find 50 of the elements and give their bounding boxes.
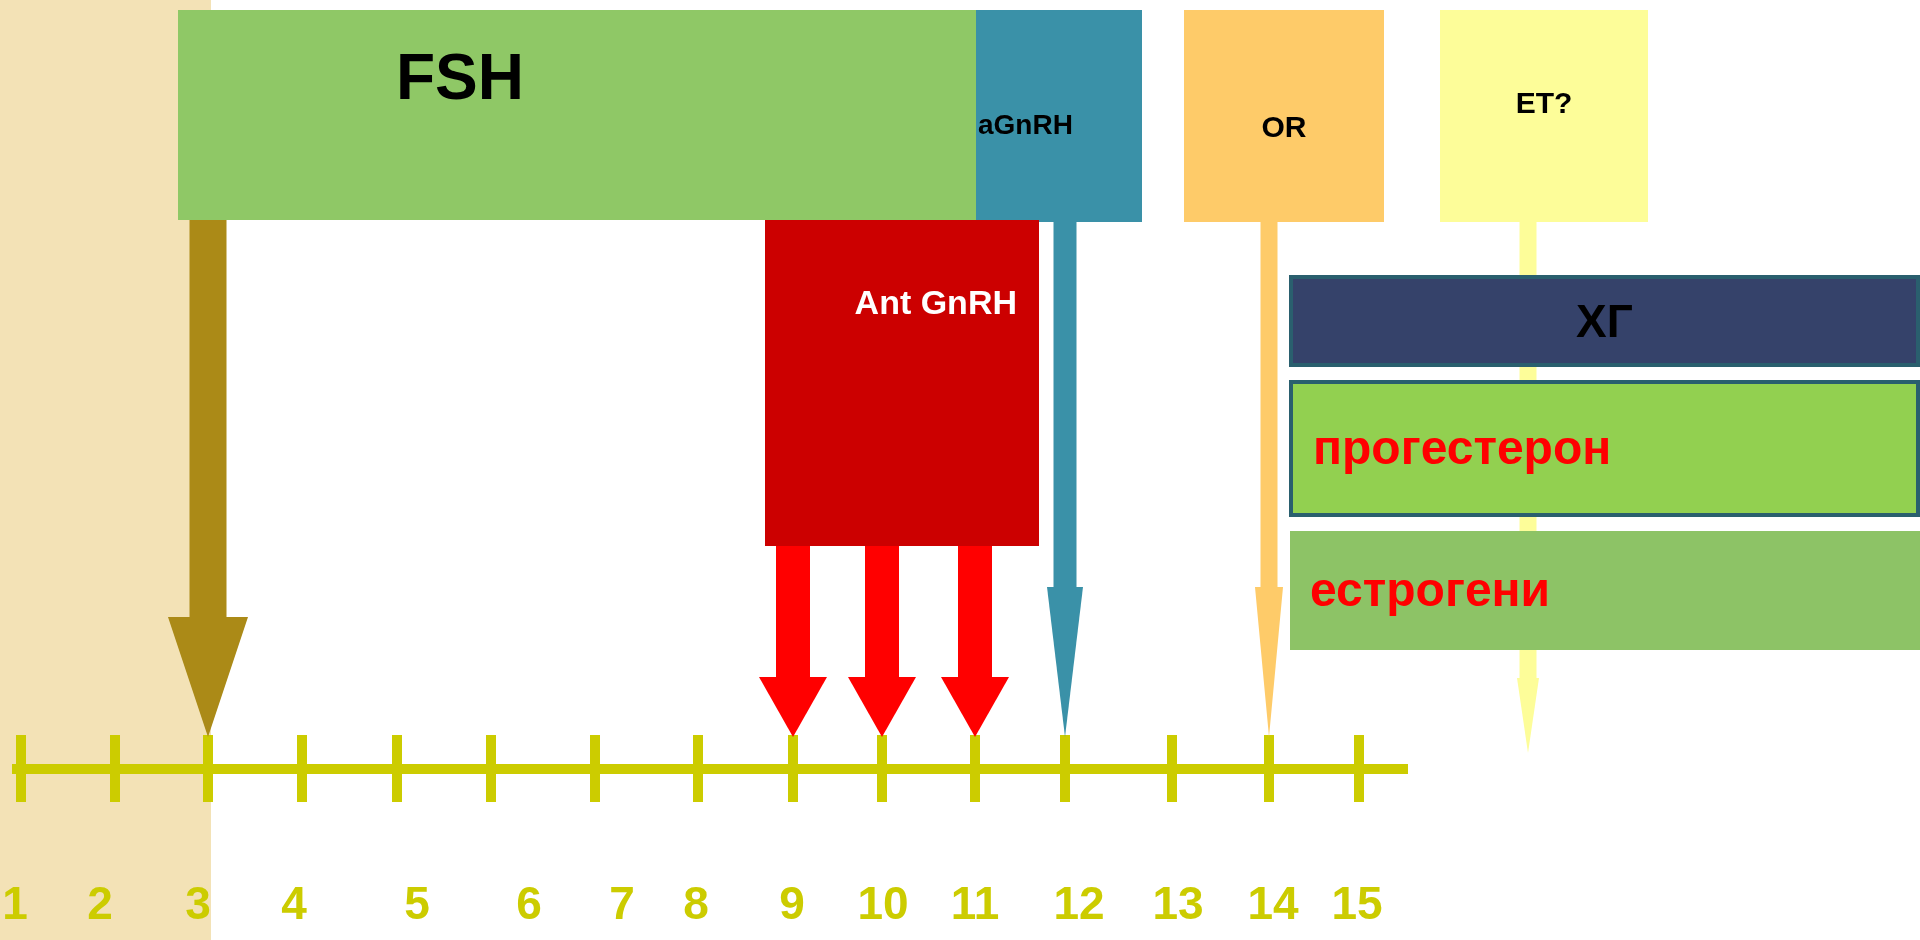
tick-mark <box>392 735 402 802</box>
day-number: 10 <box>857 880 909 926</box>
label-box <box>178 10 976 220</box>
tick-mark <box>1264 735 1274 802</box>
label-box <box>1289 275 1920 367</box>
label-box <box>1184 10 1384 222</box>
day-number: 3 <box>185 880 211 926</box>
tick-mark <box>110 735 120 802</box>
day-number: 11 <box>950 880 1000 926</box>
tick-mark <box>590 735 600 802</box>
tick-mark <box>297 735 307 802</box>
day-number: 8 <box>683 880 709 926</box>
tick-mark <box>1060 735 1070 802</box>
label-box <box>765 220 1039 546</box>
box-label: FSH <box>396 42 524 113</box>
day-number: 13 <box>1152 880 1204 926</box>
box-label: прогестерон <box>1313 422 1612 475</box>
tick-mark <box>788 735 798 802</box>
label-box <box>1290 531 1920 650</box>
arrow <box>848 546 916 737</box>
label-box <box>1289 380 1920 517</box>
tick-mark <box>693 735 703 802</box>
tick-mark <box>1167 735 1177 802</box>
tick-mark <box>16 735 26 802</box>
arrow <box>941 546 1009 737</box>
day-number: 6 <box>516 880 542 926</box>
label-box <box>1440 10 1648 222</box>
box-label: aGnRH <box>978 110 1073 141</box>
tick-mark <box>877 735 887 802</box>
day-number: 1 <box>2 880 28 926</box>
day-number: 14 <box>1247 880 1299 926</box>
box-label: Ant GnRH <box>854 284 1017 322</box>
day-number: 4 <box>281 880 307 926</box>
tick-mark <box>203 735 213 802</box>
arrow <box>168 220 248 737</box>
day-number: 2 <box>87 880 113 926</box>
tick-mark <box>486 735 496 802</box>
box-label: OR <box>1261 110 1307 143</box>
arrow <box>759 546 827 737</box>
label-box <box>976 10 1142 222</box>
day-number: 5 <box>404 880 430 926</box>
day-number: 9 <box>779 880 805 926</box>
day-number: 15 <box>1331 880 1383 926</box>
box-label: ET? <box>1515 86 1573 119</box>
box-label: ХГ <box>1576 295 1633 347</box>
tick-mark <box>970 735 980 802</box>
day-number: 12 <box>1053 880 1105 926</box>
tick-mark <box>1354 735 1364 802</box>
box-label: естрогени <box>1310 564 1551 617</box>
day-number: 7 <box>609 880 635 926</box>
